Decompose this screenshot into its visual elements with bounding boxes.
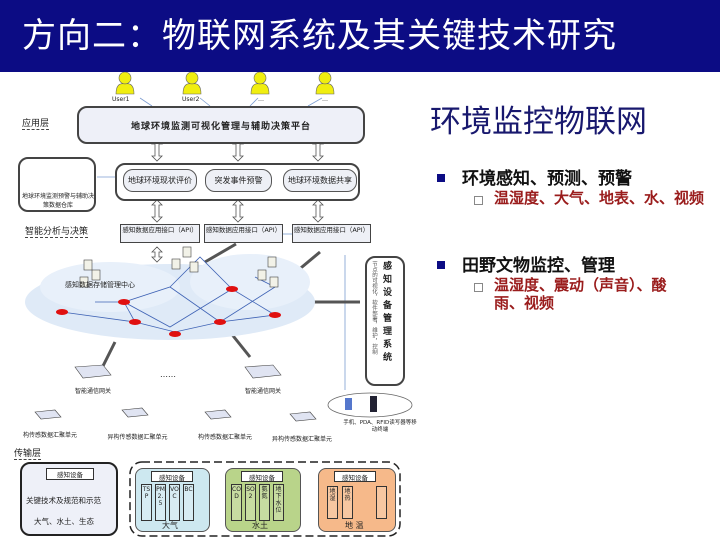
sensor-bc: BC — [183, 484, 194, 521]
user-icon — [250, 72, 270, 95]
device-label: 感知设备 — [241, 471, 283, 482]
user-icon — [315, 72, 335, 95]
service-item: 突发事件预警 — [205, 169, 272, 192]
terminal-group — [327, 392, 413, 418]
layer-label-analysis: 智能分析与决策 — [25, 224, 89, 238]
sub-bullet-text: 温湿度、大气、地表、水、视频 — [494, 189, 705, 207]
device-label: 感知设备 — [334, 471, 376, 482]
sensor-other — [376, 486, 387, 519]
sensor-cod: COD — [231, 484, 242, 521]
terminals-label: 手机、PDA、RFID读写器等移动终端 — [343, 420, 417, 433]
service-item: 地球环境现状评价 — [123, 169, 197, 192]
sensor-tsp: TSP — [141, 484, 152, 521]
unit-label: 构传感数据汇聚单元 — [22, 432, 77, 439]
layer-label-app: 应用层 — [22, 116, 50, 130]
bullet-icon — [437, 261, 445, 269]
platform-box: 地球环境监测可视化管理与辅助决策平台 — [77, 106, 365, 144]
phone-icon — [345, 398, 352, 410]
sensor-groundwater: 地下水位 — [273, 484, 284, 521]
api-box: 感知数据应用接口（API） — [120, 224, 200, 243]
cloud-label: 感知数据存储管理中心 — [65, 281, 135, 289]
group-name: 地 温 — [345, 521, 364, 530]
demo-text: 大气、水土、生态 — [34, 517, 94, 526]
sensor-group-ground-temp: 感知设备 地湿 地热 地 温 — [318, 468, 396, 532]
bullet-text: 田野文物监控、管理 — [462, 256, 615, 276]
sensor-soil-moisture: 地湿 — [327, 486, 338, 519]
group-name: 大气 — [162, 521, 178, 530]
user-label: User1 — [112, 96, 130, 103]
gateway-label: 智能通信网关 — [244, 388, 281, 395]
user-label: … — [258, 96, 264, 103]
unit-label: 异构传感数据汇聚单元 — [107, 434, 168, 441]
device-label: 感知设备 — [46, 468, 94, 480]
server-icons — [79, 246, 279, 288]
user-icon — [115, 72, 135, 95]
architecture-diagram: User1 User2 … … 应用层 地球环境监测可视化管理与辅助决策平台 地… — [0, 72, 420, 540]
user-label: User2 — [182, 96, 200, 103]
sensor-pm25: PM2.5 — [155, 484, 166, 521]
diagram-graphics — [25, 72, 413, 537]
mgmt-title: 感知设备管理系统 — [381, 261, 391, 365]
unit-label: 构传感数据汇聚单元 — [197, 434, 252, 441]
data-warehouse: 地球环境监测预警与辅助决策数据仓库 — [18, 157, 96, 212]
api-box: 感知数据应用接口（API） — [204, 224, 283, 243]
warehouse-label: 地球环境监测预警与辅助决策数据仓库 — [22, 193, 95, 209]
sub-bullet-text: 温湿度、震动（声音）、酸雨、视频 — [494, 276, 667, 312]
sensor-voc: VOC — [169, 484, 180, 521]
service-item: 地球环境数据共享 — [283, 169, 357, 192]
sub-bullet-icon — [474, 283, 483, 292]
unit-label: 异构传感数据汇聚单元 — [271, 436, 332, 443]
bullet-text: 环境感知、预测、预警 — [462, 169, 632, 189]
sensor-soil-heat: 地热 — [342, 486, 353, 519]
sensor-ammonia: 氨氮 — [259, 484, 270, 521]
network-nodes — [56, 286, 281, 337]
sub-bullet-icon — [474, 196, 483, 205]
device-label: 感知设备 — [151, 471, 193, 482]
device-management-system: 节点的可视化，软件部署，维护，控制 感知设备管理系统 — [365, 256, 405, 386]
ellipsis: …… — [160, 370, 176, 379]
bullet-icon — [437, 174, 445, 182]
layer-label-transport: 传输层 — [14, 446, 42, 460]
sensor-group-frame — [129, 461, 401, 537]
user-label: … — [322, 96, 328, 103]
demo-box: 感知设备 关键技术及规范和示范 大气、水土、生态 — [20, 462, 118, 536]
sensor-group-air: 感知设备 TSP PM2.5 VOC BC 大气 — [135, 468, 210, 532]
gateway-label: 智能通信网关 — [74, 388, 111, 395]
gateway-icons — [34, 364, 317, 422]
slide-title: 方向二：物联网系统及其关键技术研究 — [0, 0, 720, 72]
demo-text: 关键技术及规范和示范 — [26, 496, 101, 505]
group-name: 水土 — [252, 521, 268, 530]
user-icon — [182, 72, 202, 95]
sensor-group-water-soil: 感知设备 COD SO2 氨氮 地下水位 水土 — [225, 468, 301, 532]
sensor-so2: SO2 — [245, 484, 256, 521]
mgmt-desc: 节点的可视化，软件部署，维护，控制 — [371, 261, 377, 355]
api-box: 感知数据应用接口（API） — [292, 224, 371, 243]
slide-subtitle: 环境监控物联网 — [430, 104, 647, 140]
pda-icon — [370, 396, 377, 412]
